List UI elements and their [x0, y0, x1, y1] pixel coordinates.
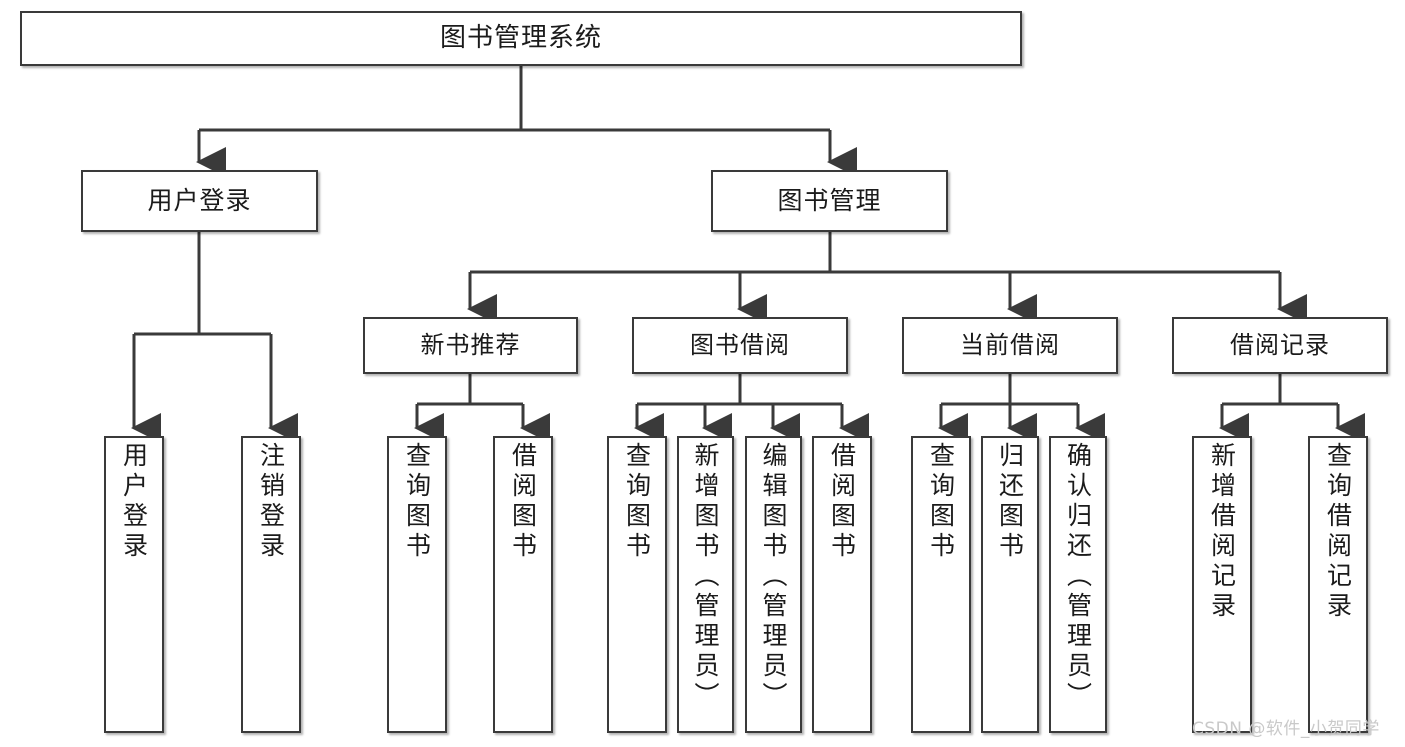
node-book-management[interactable]: 图书管理: [711, 170, 948, 232]
node-label: 注销登录: [256, 442, 286, 562]
node-label: 查询图书: [622, 442, 652, 562]
leaf-return-book[interactable]: 归还图书: [981, 436, 1039, 733]
leaf-add-book-admin[interactable]: 新增图书（管理员）: [677, 436, 734, 733]
node-label: 新书推荐: [420, 331, 521, 360]
leaf-user-login[interactable]: 用户登录: [104, 436, 164, 733]
leaf-borrow-book-new[interactable]: 借阅图书: [493, 436, 553, 733]
leaf-query-book-borrow[interactable]: 查询图书: [607, 436, 667, 733]
node-label: 编辑图书（管理员）: [759, 442, 788, 712]
leaf-borrow-book[interactable]: 借阅图书: [812, 436, 872, 733]
node-label: 用户登录: [119, 442, 149, 562]
csdn-watermark: CSDN @软件_小贺同学: [1192, 719, 1380, 739]
leaf-confirm-return-admin[interactable]: 确认归还（管理员）: [1049, 436, 1107, 733]
node-label: 图书管理: [777, 186, 882, 216]
node-current-borrowing[interactable]: 当前借阅: [902, 317, 1118, 374]
node-label: 查询借阅记录: [1323, 442, 1353, 622]
node-book-borrowing[interactable]: 图书借阅: [632, 317, 848, 374]
node-label: 借阅图书: [508, 442, 538, 562]
node-label: 借阅记录: [1230, 331, 1330, 360]
node-root-library-management-system[interactable]: 图书管理系统: [20, 11, 1022, 66]
leaf-edit-book-admin[interactable]: 编辑图书（管理员）: [745, 436, 802, 733]
leaf-logout[interactable]: 注销登录: [241, 436, 301, 733]
node-label: 当前借阅: [960, 331, 1060, 360]
node-label: 查询图书: [926, 442, 956, 562]
leaf-query-borrowing-record[interactable]: 查询借阅记录: [1308, 436, 1368, 733]
node-label: 确认归还（管理员）: [1063, 442, 1093, 712]
node-label: 归还图书: [995, 442, 1025, 562]
node-label: 新增图书（管理员）: [691, 442, 720, 712]
leaf-query-book-current[interactable]: 查询图书: [911, 436, 971, 733]
node-label: 用户登录: [147, 186, 252, 216]
node-label: 查询图书: [402, 442, 432, 562]
node-new-book-recommendation[interactable]: 新书推荐: [363, 317, 578, 374]
node-user-login[interactable]: 用户登录: [81, 170, 318, 232]
node-label: 图书借阅: [690, 331, 790, 360]
node-label: 新增借阅记录: [1207, 442, 1237, 622]
node-label: 借阅图书: [827, 442, 857, 562]
node-borrowing-record[interactable]: 借阅记录: [1172, 317, 1388, 374]
leaf-query-book-new[interactable]: 查询图书: [387, 436, 447, 733]
leaf-add-borrowing-record[interactable]: 新增借阅记录: [1192, 436, 1252, 733]
node-label: 图书管理系统: [439, 23, 602, 54]
